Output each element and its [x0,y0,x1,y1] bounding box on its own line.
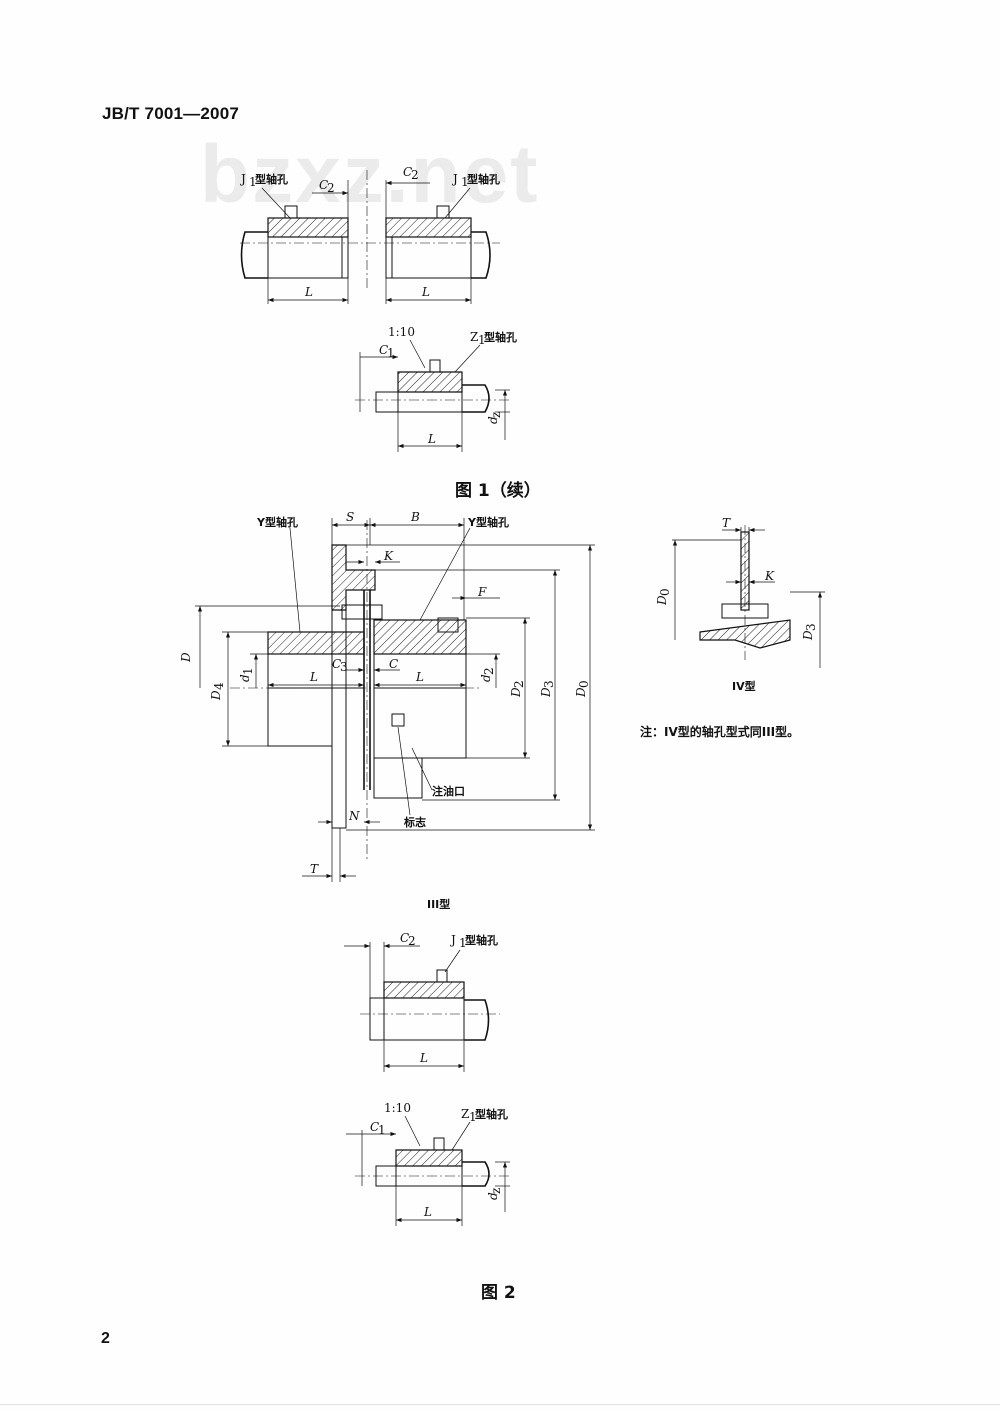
label-d: D [179,652,193,663]
label-c1-2: C [370,1120,379,1134]
svg-text:z: z [489,1188,503,1194]
label-t: T [310,862,319,876]
label-D3: D [539,687,553,698]
svg-text:1: 1 [241,667,255,675]
label-c: C [389,657,398,671]
svg-text:型轴孔: 型轴孔 [465,933,498,947]
figure2-type3-labels: Y型轴孔 S B Y型轴孔 K F D D 4 d 1 L C 3 C L d … [179,510,591,911]
svg-text:0: 0 [577,680,591,688]
label-l1: L [309,670,318,684]
figure1-caption: 图 1（续） [455,481,541,501]
svg-text:型轴孔: 型轴孔 [467,172,500,186]
label-s: S [346,510,354,524]
svg-text:4: 4 [212,682,226,690]
svg-text:2: 2 [408,934,416,948]
svg-text:1: 1 [478,333,486,347]
svg-text:型轴孔: 型轴孔 [484,330,517,344]
label-l4: L [423,1205,432,1219]
svg-text:型轴孔: 型轴孔 [475,1107,508,1121]
label-j1-right: J [451,172,458,186]
figure2-type4-labels: T K D 0 D 3 IV型 [655,516,818,693]
svg-text:2: 2 [327,181,335,195]
label-f: F [477,585,487,599]
label-y-left: Y型轴孔 [256,515,298,529]
page-bottom-edge [0,1404,1000,1405]
figure2-j1-bore [344,942,500,1072]
svg-text:3: 3 [340,660,348,674]
label-l-left: L [304,285,313,299]
label-D0: D [574,687,588,698]
figure2-type3-drawing [195,518,595,882]
figure2-type4-drawing [672,525,825,668]
label-D2: D [509,687,523,698]
label-mark: 标志 [403,815,426,829]
label-iv-d0: D [655,595,669,606]
label-dz: d [486,416,500,424]
label-z1: Z [470,330,478,344]
svg-text:z: z [489,412,503,418]
label-type4: IV型 [732,679,756,693]
label-taper: 1:10 [388,325,415,339]
label-z1-2: Z [461,1107,469,1121]
figure1-j1-pair [240,170,500,304]
figure1-z1-bore [355,339,510,452]
svg-text:2: 2 [512,680,526,688]
label-c2-right: C [403,165,412,179]
label-c2-left: C [319,178,328,192]
label-y-right: Y型轴孔 [467,515,509,529]
figure2-z1-labels: 1:10 C 1 Z 1 型轴孔 L d z [370,1101,508,1219]
figure1-z1-labels: 1:10 C 1 Z 1 型轴孔 L d z [379,325,517,446]
label-iv-k: K [764,569,775,583]
label-n: N [348,809,360,823]
figure2-z1-bore [346,1115,510,1226]
svg-text:1: 1 [459,936,467,950]
standard-number: JB/T 7001—2007 [102,104,239,123]
page-number: 2 [101,1330,110,1347]
figure2-caption: 图 2 [481,1283,516,1303]
figure2-note: 注：IV型的轴孔型式同III型。 [640,725,800,739]
svg-text:3: 3 [804,623,818,631]
label-c1: C [379,343,388,357]
label-l-right: L [421,285,430,299]
label-j1: J [449,933,456,947]
label-l3: L [419,1051,428,1065]
label-taper-2: 1:10 [384,1101,411,1115]
label-type3: III型 [427,897,450,911]
svg-text:型轴孔: 型轴孔 [255,172,288,186]
svg-text:1: 1 [387,346,395,360]
watermark: bzxz.net [200,129,540,220]
figure1-j1-labels: J 1 型轴孔 C 2 C 2 J 1 型轴孔 L L [239,165,500,299]
label-iv-d3: D [801,630,815,641]
label-c3: C [332,657,341,671]
label-d1: d [238,674,252,682]
label-l-z1: L [427,432,436,446]
label-iv-t: T [722,516,731,530]
label-b: B [410,510,420,524]
label-d2: d [479,674,493,682]
svg-text:3: 3 [542,680,556,688]
svg-text:1: 1 [249,175,257,189]
svg-text:2: 2 [411,168,419,182]
svg-text:2: 2 [482,667,496,675]
label-l2: L [415,670,424,684]
label-j1-left: J [239,172,246,186]
label-oil-port: 注油口 [432,784,465,798]
svg-text:1: 1 [469,1110,477,1124]
svg-text:1: 1 [461,175,469,189]
svg-text:0: 0 [658,588,672,596]
label-c2: C [400,931,409,945]
label-k: K [383,549,394,563]
label-d4: D [209,690,223,701]
label-dz-2: d [486,1192,500,1200]
figure2-j1-labels: C 2 J 1 型轴孔 L [400,931,498,1065]
svg-text:1: 1 [378,1123,386,1137]
